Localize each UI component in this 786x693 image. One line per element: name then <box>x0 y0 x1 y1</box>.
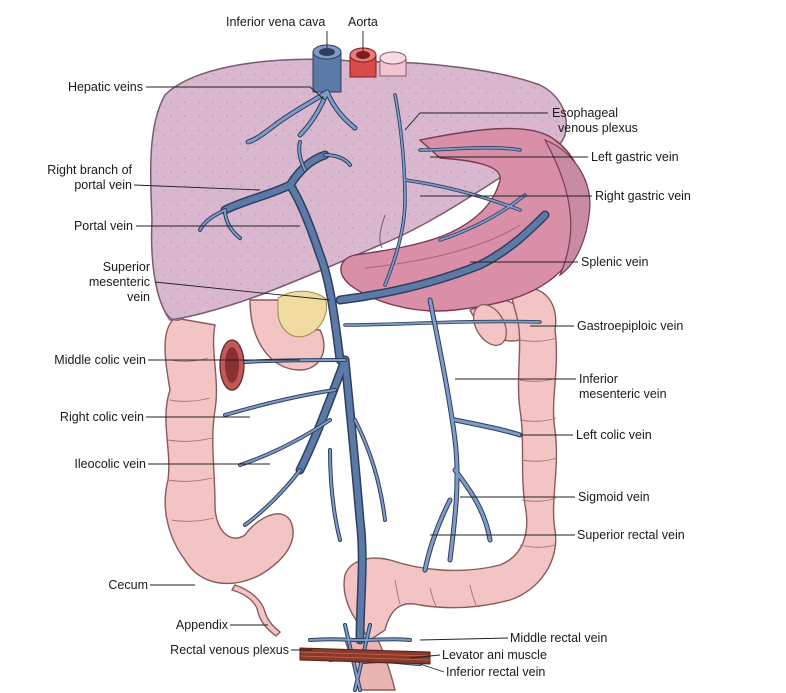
label-inferior-mesenteric-vein-line2: mesenteric vein <box>579 387 667 401</box>
great-vessels <box>312 44 407 93</box>
leader-lines <box>133 31 592 673</box>
label-appendix: Appendix <box>175 618 228 632</box>
label-esophageal-venous-plexus-line1: Esophageal <box>552 106 619 120</box>
label-splenic-vein: Splenic vein <box>581 255 649 269</box>
label-superior-mesenteric-vein-line1: Superior <box>102 260 150 274</box>
label-left-colic-vein: Left colic vein <box>576 428 652 442</box>
label-right-colic-vein: Right colic vein <box>59 410 144 424</box>
label-hepatic-veins: Hepatic veins <box>67 80 143 94</box>
label-right-gastric-vein: Right gastric vein <box>595 189 691 203</box>
label-inferior-rectal-vein: Inferior rectal vein <box>446 665 546 679</box>
levator-ani-muscle <box>299 647 431 665</box>
label-ileocolic-vein: Ileocolic vein <box>74 457 146 471</box>
label-left-gastric-vein: Left gastric vein <box>591 150 679 164</box>
label-cecum: Cecum <box>108 578 148 592</box>
stomach <box>340 127 591 312</box>
transverse-colon-cut <box>219 304 508 391</box>
label-aorta: Aorta <box>348 15 378 29</box>
label-right-branch-portal-vein-line1: Right branch of <box>47 163 132 177</box>
label-superior-mesenteric-vein-line3: vein <box>127 290 150 304</box>
label-gastroepiploic-vein: Gastroepiploic vein <box>577 319 684 333</box>
label-inferior-mesenteric-vein-line1: Inferior <box>579 372 618 386</box>
label-middle-rectal-vein: Middle rectal vein <box>510 631 608 645</box>
label-portal-vein: Portal vein <box>73 219 133 233</box>
colon-haustra <box>167 337 557 607</box>
label-rectal-venous-plexus: Rectal venous plexus <box>170 643 289 657</box>
label-levator-ani-muscle: Levator ani muscle <box>442 648 547 662</box>
label-superior-rectal-vein: Superior rectal vein <box>577 528 685 542</box>
venous-network <box>198 89 550 692</box>
pancreas <box>277 290 327 338</box>
label-esophageal-venous-plexus-line2: venous plexus <box>558 121 638 135</box>
label-superior-mesenteric-vein-line2: mesenteric <box>88 275 150 289</box>
label-sigmoid-vein: Sigmoid vein <box>578 490 650 504</box>
label-inferior-vena-cava: Inferior vena cava <box>226 15 326 29</box>
label-middle-colic-vein: Middle colic vein <box>54 353 146 367</box>
label-right-branch-portal-vein-line2: portal vein <box>74 178 132 192</box>
